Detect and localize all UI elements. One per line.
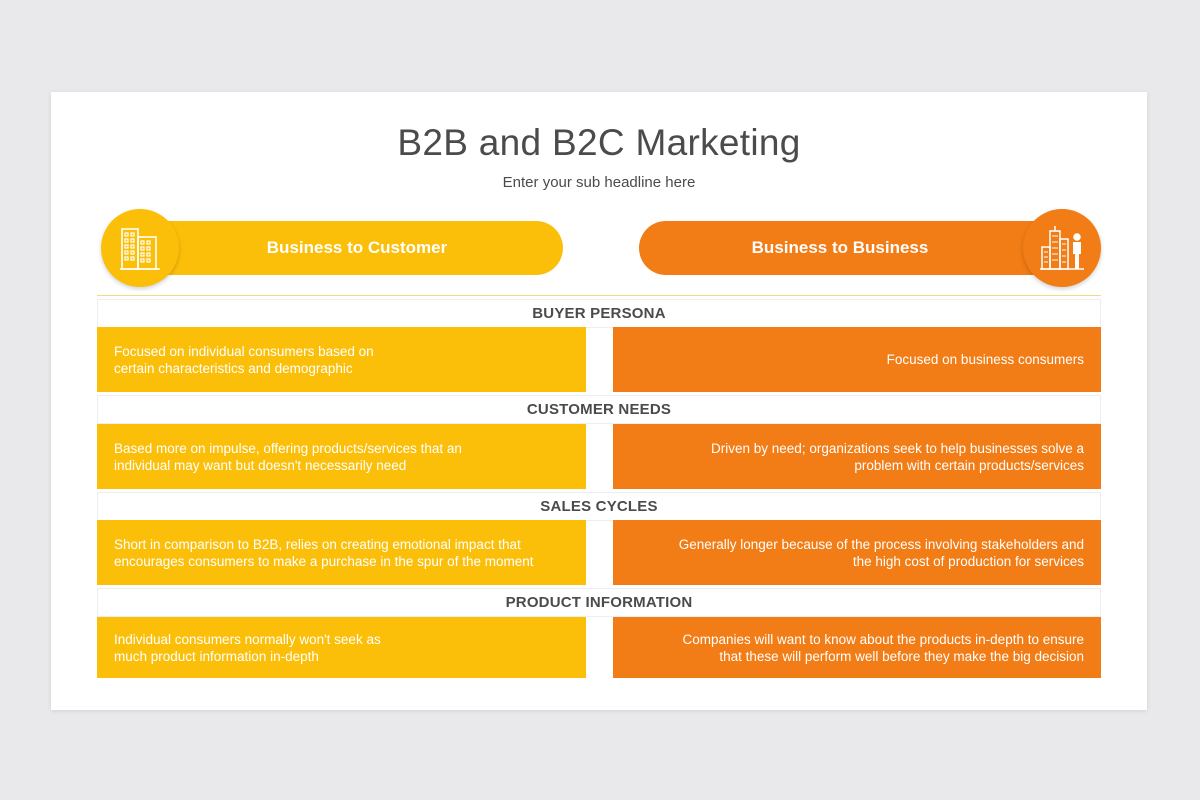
b2c-cell: Individual consumers normally won't seek… xyxy=(97,617,586,678)
table-top-divider xyxy=(97,295,1101,296)
b2c-cell: Short in comparison to B2B, relies on cr… xyxy=(97,520,586,585)
b2c-cell: Based more on impulse, offering products… xyxy=(97,424,586,489)
office-buildings-icon xyxy=(101,209,179,287)
b2b-cell: Driven by need; organizations seek to he… xyxy=(613,424,1101,489)
b2c-header-label: Business to Customer xyxy=(266,238,448,257)
slide: B2B and B2C Marketing Enter your sub hea… xyxy=(51,92,1147,710)
row-heading: CUSTOMER NEEDS xyxy=(97,395,1101,424)
row-heading: BUYER PERSONA xyxy=(97,299,1101,328)
b2b-cell: Generally longer because of the process … xyxy=(613,520,1101,585)
city-businessman-icon xyxy=(1023,209,1101,287)
row-heading: SALES CYCLES xyxy=(97,492,1101,521)
slide-title: B2B and B2C Marketing xyxy=(397,122,801,163)
b2b-header-pill: Business to Business xyxy=(639,221,1091,275)
b2b-cell: Companies will want to know about the pr… xyxy=(613,617,1101,678)
b2c-header-pill: Business to Customer xyxy=(111,221,563,275)
b2b-cell: Focused on business consumers xyxy=(613,327,1101,392)
slide-subtitle: Enter your sub headline here xyxy=(502,174,696,191)
b2b-header-label: Business to Business xyxy=(751,238,929,257)
b2c-cell: Focused on individual consumers based on… xyxy=(97,327,586,392)
row-heading: PRODUCT INFORMATION xyxy=(97,588,1101,617)
